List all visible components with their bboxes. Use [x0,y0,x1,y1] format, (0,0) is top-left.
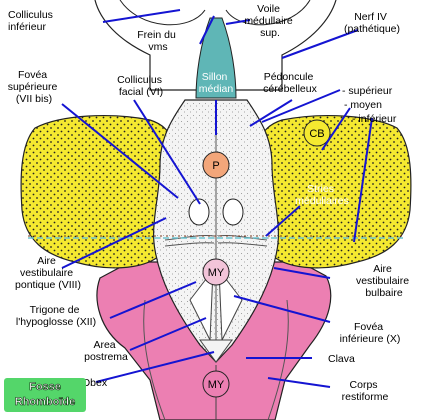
label-fovea-inferieure: Fovéa inférieure (X) [340,321,401,345]
title-badge [4,378,86,412]
label-obex: Obex [82,377,108,389]
label-aire-vestibulaire-bulbaire: Aire vestibulaire bulbaire [356,263,412,299]
label-aire-vestibulaire-pontique: Aire vestibulaire pontique (VIII) [15,255,81,291]
label-fovea-superieure: Fovéa supérieure (VII bis) [8,69,61,105]
facial-colliculus-right [222,198,244,226]
my-circle-bottom [202,370,230,398]
my-circle-mid [202,258,230,286]
label-pedoncule-inferieur: - inférieur [352,113,397,125]
hypoglossal-trigone-right [218,268,243,342]
label-stries-medullaires: Stries médullaires [295,183,349,207]
label-corps-restiforme: Corps restiforme [342,379,389,403]
title-line-2: Rhomboïde [14,396,76,409]
label-pedoncule-superieur: - supérieur [342,85,393,97]
label-clava: Clava [328,353,355,365]
label-colliculus-facial: Colliculus facial (VI) [117,74,165,98]
label-sillon-median: Sillon médian [199,71,234,95]
title-line-1: Fosse [29,381,61,394]
label-colliculus-inferieur: Colliculus inférieur [8,9,56,33]
velum-medullaire [195,17,237,99]
pointer-lines [61,9,373,388]
label-nerf-iv: Nerf IV (pathétique) [344,11,400,35]
cerebellum-left [20,114,176,269]
cb-circle-label: CB [309,128,324,140]
colliculus-right-outline [225,0,311,26]
corps-restiforme-line [143,299,289,420]
label-pedoncule-cerebelleux: Pédoncule cérébelleux [263,71,317,95]
my-circle-bottom-label: MY [208,379,225,391]
label-voile-medullaire: Voile médullaire sup. [244,3,295,39]
label-area-postrema: Area postrema [84,339,128,363]
facial-colliculus-left [188,198,210,226]
area-postrema-shape [199,339,233,363]
cb-circle [303,119,331,147]
label-frein-du-vms: Frein du vms [137,29,178,53]
colliculus-left-outline [119,0,206,26]
p-circle [202,151,230,179]
label-pedoncule-moyen: - moyen [344,99,382,111]
label-trigone-hypoglosse: Trigone de l'hypoglosse (XII) [16,304,96,328]
p-circle-label: P [212,160,219,172]
my-circle-mid-label: MY [208,267,225,279]
